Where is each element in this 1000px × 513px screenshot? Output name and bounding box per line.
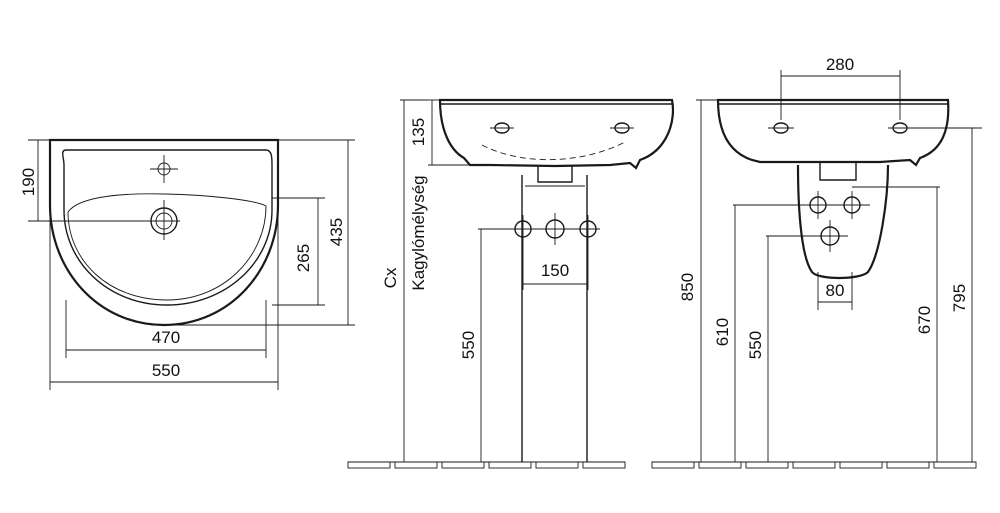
side-bowl-hidden-line bbox=[481, 141, 626, 161]
side-dim-label-550: 550 bbox=[459, 331, 478, 359]
dim-label-550: 550 bbox=[152, 361, 180, 380]
side-view: 150 550 135 Kagylómélység Cx bbox=[347, 98, 674, 469]
dim-label-435: 435 bbox=[327, 218, 346, 246]
dim-label-470: 470 bbox=[152, 328, 180, 347]
top-view: 190 265 435 470 550 bbox=[19, 138, 355, 390]
front-dim-label-795: 795 bbox=[950, 284, 969, 312]
front-half-pedestal bbox=[796, 164, 890, 280]
side-trap bbox=[537, 166, 573, 183]
front-dim-label-610: 610 bbox=[713, 318, 732, 346]
front-dim-label-670: 670 bbox=[915, 306, 934, 334]
side-label-kagylomelyseg: Kagylómélység bbox=[409, 175, 428, 290]
basin-inner-bowl bbox=[62, 149, 273, 306]
side-dim-label-135: 135 bbox=[409, 118, 428, 146]
dim-label-265: 265 bbox=[294, 244, 313, 272]
side-basin-body bbox=[438, 98, 674, 170]
front-dim-label-850: 850 bbox=[678, 273, 697, 301]
front-floor bbox=[651, 461, 977, 469]
front-trap bbox=[819, 162, 857, 181]
side-floor bbox=[347, 461, 626, 469]
side-dim-label-cx: Cx bbox=[381, 267, 400, 288]
front-dim-label-280: 280 bbox=[826, 55, 854, 74]
front-view: 280 80 850 610 550 670 795 bbox=[651, 55, 982, 469]
front-dim-label-550: 550 bbox=[746, 331, 765, 359]
front-basin-body bbox=[716, 98, 950, 167]
side-dim-label-150: 150 bbox=[541, 261, 569, 280]
front-dim-label-80: 80 bbox=[826, 281, 845, 300]
basin-bowl-curve bbox=[67, 193, 267, 301]
dim-label-190: 190 bbox=[19, 168, 38, 196]
